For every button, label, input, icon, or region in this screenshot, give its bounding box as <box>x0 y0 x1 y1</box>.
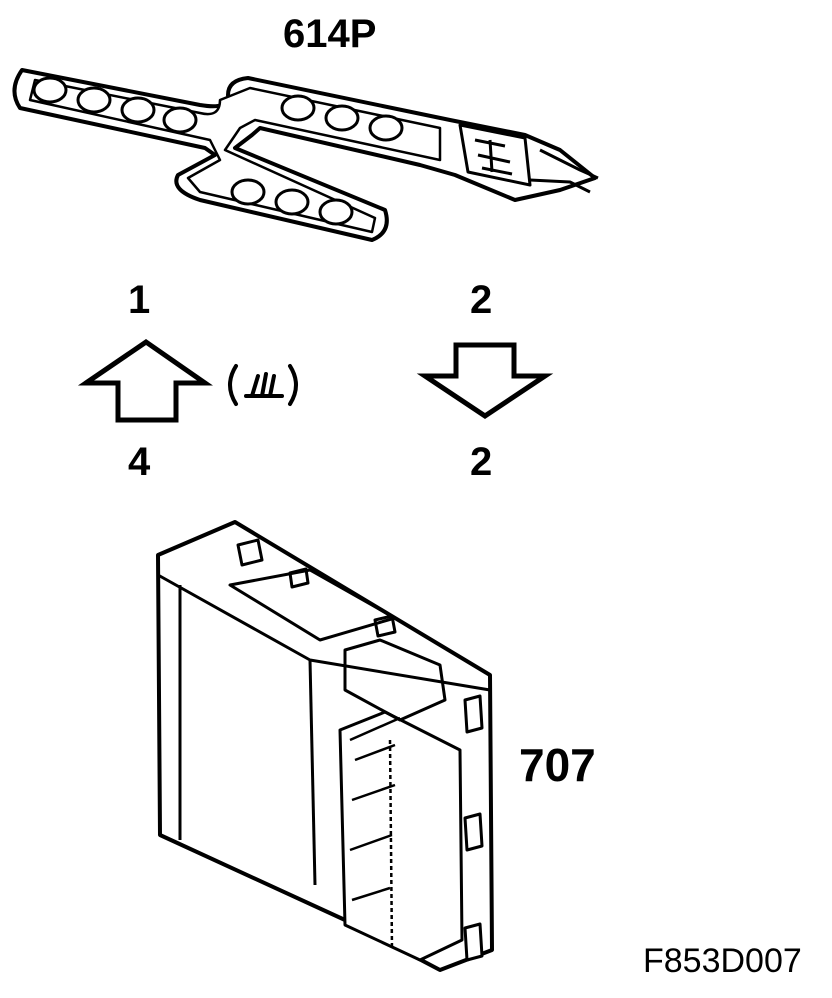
module-label: 707 <box>519 739 596 791</box>
figure-code: F853D007 <box>643 942 802 980</box>
up-arrow-icon <box>77 338 213 423</box>
seat-sensor-mat <box>12 68 599 242</box>
left-top-pin-label: 1 <box>128 278 151 322</box>
sensor-pads <box>32 76 404 226</box>
sensor-connector-tab <box>458 123 532 187</box>
sensor-label: 614P <box>283 12 377 56</box>
control-module-707 <box>156 520 494 972</box>
left-bottom-pin-label: 4 <box>128 440 151 484</box>
sensor-lead-wires <box>529 148 599 194</box>
ground-symbol-icon <box>228 364 298 406</box>
right-top-pin-label: 2 <box>470 278 493 322</box>
down-arrow-icon <box>416 342 554 420</box>
right-bottom-pin-label: 2 <box>470 440 493 484</box>
